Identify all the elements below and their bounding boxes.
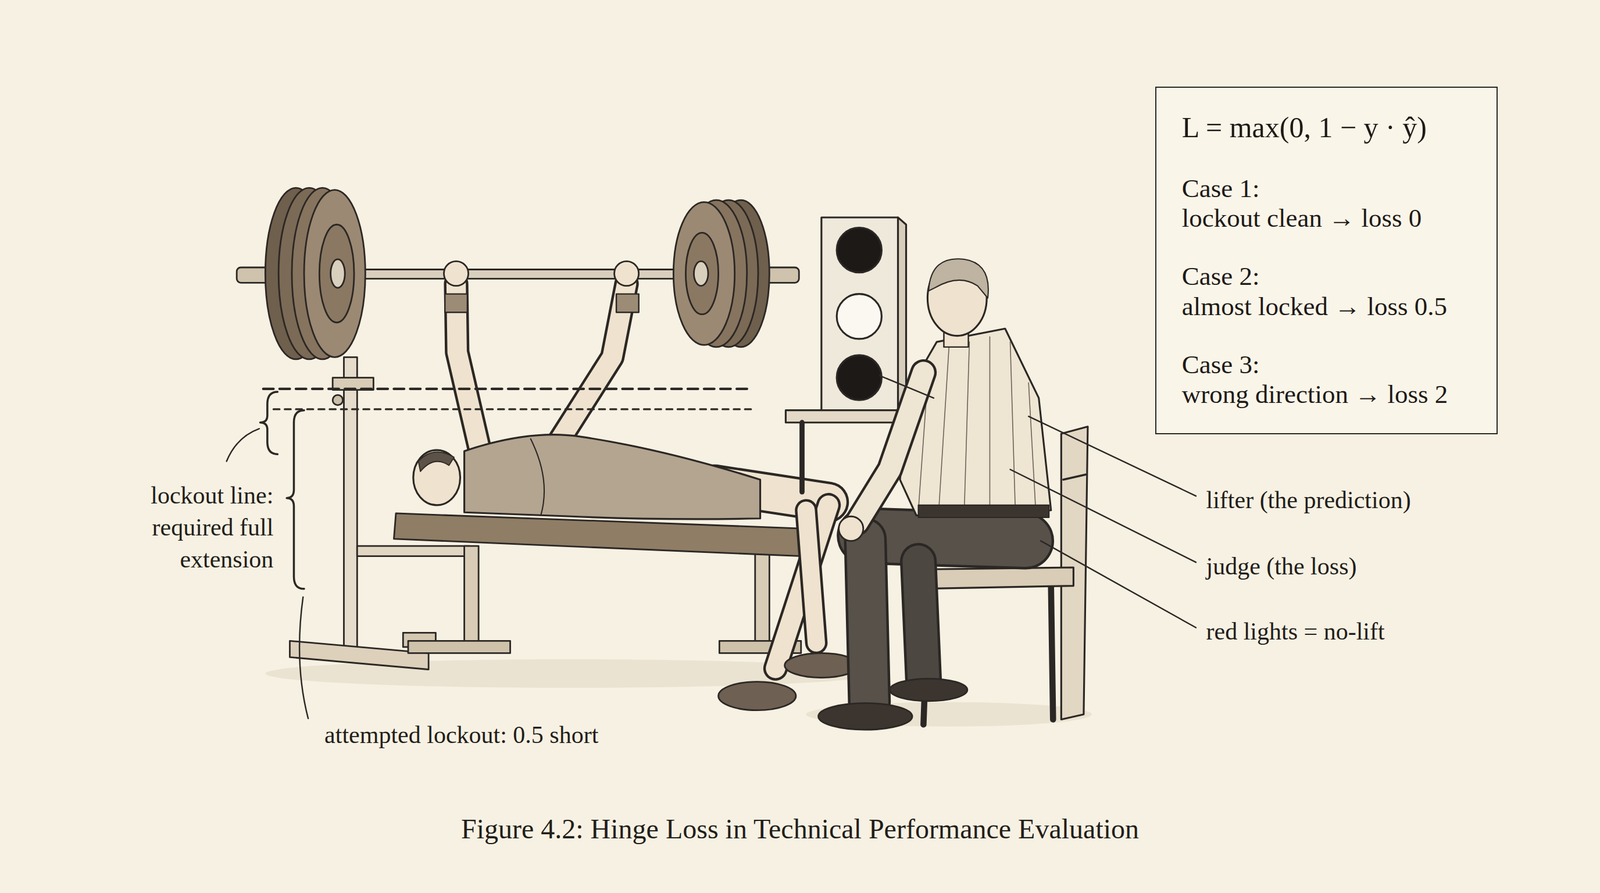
bracket [286, 410, 305, 589]
callout-label: lifter (the prediction) [1206, 486, 1412, 514]
stripe [1010, 341, 1016, 511]
hand [443, 261, 469, 286]
lifter-figure [413, 283, 859, 711]
wrist-wrap [616, 294, 639, 313]
chair-leg [1051, 586, 1054, 720]
table-leg [799, 422, 805, 492]
case-text: almost locked → loss 0.5 [1181, 291, 1448, 323]
shin-outline [775, 505, 829, 669]
shin [806, 510, 817, 644]
singlet-fold [530, 438, 545, 516]
case-text: lockout clean → loss 0 [1181, 203, 1422, 234]
leader-line [1040, 540, 1196, 628]
bench-foot [408, 640, 511, 653]
bench-leg [464, 545, 480, 649]
belt [918, 505, 1050, 518]
shin-outline [865, 538, 870, 703]
trouser-thigh [865, 536, 1026, 542]
shoe [818, 702, 913, 730]
rack-upright [343, 356, 357, 653]
rack-pin [332, 394, 344, 406]
trouser-shin [918, 561, 924, 679]
case-text: wrong direction → loss 2 [1181, 379, 1448, 410]
judge-figure [818, 258, 1052, 730]
shoe [718, 681, 796, 711]
case-heading: Case 3: [1181, 350, 1260, 381]
loss-formula: L = max(0, 1 − y · ŷ) [1181, 111, 1427, 145]
plate-hub [693, 261, 709, 286]
lifter-hair [418, 451, 455, 472]
white-light [836, 294, 882, 339]
striped-shirt [900, 328, 1052, 516]
plate-ring [685, 232, 719, 314]
callout-label: judge (the loss) [1206, 552, 1357, 581]
leader-line [1010, 469, 1196, 563]
attempted-lockout-line [273, 408, 752, 410]
annotation: lockout line: required full extension [114, 479, 274, 575]
shirt-stripes [918, 336, 1037, 510]
plate-ring [319, 224, 355, 323]
rack-crossbar [356, 545, 470, 557]
thigh-outline [865, 536, 1026, 542]
bench [393, 513, 806, 653]
bench-pad [393, 513, 806, 557]
stripe [964, 341, 970, 511]
shoe [889, 678, 967, 702]
shin-outline [918, 561, 924, 679]
leader-line [226, 428, 260, 462]
arm-outline [856, 372, 924, 523]
weight-plate [673, 202, 735, 346]
bench-rack [289, 356, 470, 670]
red-light [836, 227, 882, 273]
case-heading: Case 2: [1181, 261, 1260, 292]
barbell [236, 187, 799, 360]
shin-outline [806, 510, 817, 644]
bench-leg [755, 551, 770, 649]
lockout-line [263, 387, 750, 391]
bracket [260, 391, 278, 455]
light-box [821, 217, 899, 412]
stripe [989, 336, 991, 510]
leader-line [299, 597, 309, 719]
shin [775, 505, 829, 669]
weight-plate [304, 190, 366, 358]
judge-hair [928, 258, 989, 298]
hand [614, 261, 639, 286]
leader-line [879, 375, 934, 399]
wrist-wrap [444, 294, 468, 313]
callout-label: red lights = no-lift [1206, 617, 1385, 646]
chair-seat [916, 567, 1074, 589]
trouser-shin [865, 538, 870, 703]
chair-rail [1063, 474, 1087, 480]
red-light [836, 355, 882, 400]
case-heading: Case 1: [1181, 173, 1260, 205]
annotation: attempted lockout: 0.5 short [324, 720, 599, 749]
lifter-head [413, 450, 461, 506]
singlet [464, 434, 761, 520]
stripe [1028, 382, 1036, 510]
bar [347, 269, 695, 279]
stripe [938, 347, 950, 511]
hand [838, 516, 864, 541]
formula-box: L = max(0, 1 − y · ŷ) Case 1:lockout clea… [1155, 86, 1499, 435]
shirt-sleeve [856, 372, 924, 523]
figure-caption: Figure 4.2: Hinge Loss in Technical Perf… [461, 812, 1139, 845]
plate-hub [330, 259, 346, 288]
